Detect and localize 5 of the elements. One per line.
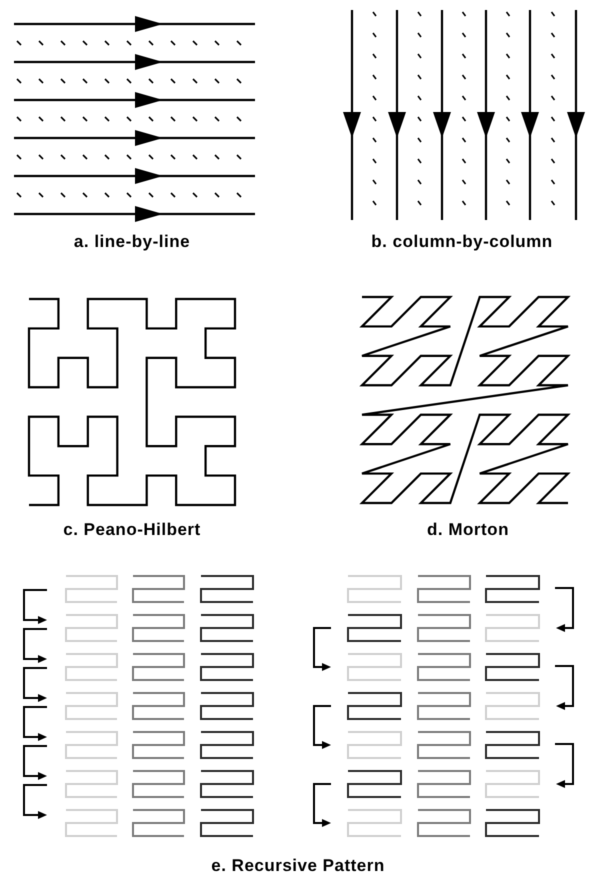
- caption: c. Peano-Hilbert: [63, 520, 201, 540]
- caption: e. Recursive Pattern: [211, 856, 385, 876]
- caption: b. column-by-column: [371, 232, 553, 252]
- caption: d. Morton: [427, 520, 509, 540]
- caption: a. line-by-line: [74, 232, 190, 252]
